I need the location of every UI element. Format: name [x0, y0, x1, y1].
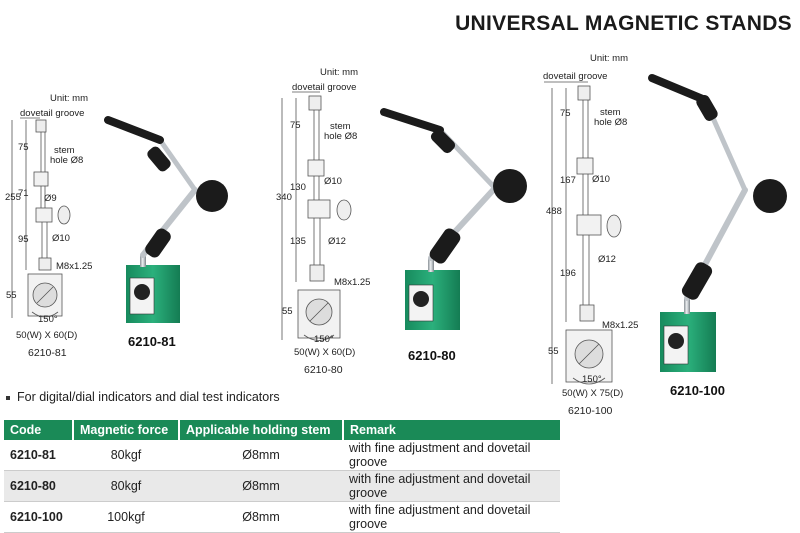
drawing-caption: 6210-81	[28, 347, 67, 359]
base-size-label: 50(W) X 75(D)	[562, 388, 624, 399]
cell-code: 6210-81	[4, 440, 73, 471]
dim-base: 55	[282, 306, 293, 317]
base-size-label: 50(W) X 60(D)	[294, 347, 356, 358]
diameter-2: Ø12	[328, 236, 346, 247]
cell-remark: with fine adjustment and dovetail groove	[343, 470, 560, 502]
dovetail-label: dovetail groove	[543, 71, 608, 82]
angle-label: 150°	[582, 374, 602, 385]
cell-force: 80kgf	[73, 470, 179, 502]
dim-mid: 130	[290, 182, 306, 193]
diameter-2: Ø12	[598, 254, 616, 265]
header-code: Code	[4, 420, 74, 440]
model-label-6210-100: 6210-100	[670, 383, 725, 398]
drawing-6210-81	[11, 117, 71, 318]
drawing-6210-100	[544, 81, 622, 385]
dim-overall: 340	[276, 192, 292, 203]
table-row: 6210-100 100kgf Ø8mm with fine adjustmen…	[4, 501, 560, 533]
drawing-6210-80	[281, 91, 352, 341]
cell-remark: with fine adjustment and dovetail groove	[343, 501, 560, 533]
stem-hole-label: hole Ø8	[324, 131, 358, 142]
drawing-caption: 6210-100	[568, 405, 613, 417]
table-header-row: Code Magnetic force Applicable holding s…	[4, 420, 560, 440]
table-row: 6210-80 80kgf Ø8mm with fine adjustment …	[4, 470, 560, 502]
dovetail-label: dovetail groove	[20, 108, 85, 119]
header-remark: Remark	[343, 420, 560, 440]
dim-low: 95	[18, 234, 29, 245]
cell-code: 6210-100	[4, 501, 73, 533]
model-label-6210-81: 6210-81	[128, 334, 176, 349]
bullet-icon	[6, 395, 10, 400]
stem-hole-label: hole Ø8	[50, 155, 84, 166]
table-row: 6210-81 80kgf Ø8mm with fine adjustment …	[4, 440, 560, 471]
dim-mid: 167	[560, 175, 576, 186]
photo-6210-100	[648, 74, 787, 372]
model-label-6210-80: 6210-80	[408, 348, 456, 363]
cell-code: 6210-80	[4, 470, 73, 502]
angle-label: 150°	[38, 314, 58, 325]
cell-stem: Ø8mm	[179, 501, 343, 533]
drawing-caption: 6210-80	[304, 364, 343, 376]
unit-label: Unit: mm	[320, 67, 358, 78]
dim-base: 55	[6, 290, 17, 301]
dim-top: 75	[18, 142, 29, 153]
spec-table: Code Magnetic force Applicable holding s…	[4, 420, 560, 533]
feature-bullet: For digital/dial indicators and dial tes…	[6, 390, 280, 404]
cell-force: 100kgf	[73, 501, 179, 533]
diameter-2: Ø10	[52, 233, 70, 244]
photo-6210-81	[104, 116, 228, 323]
thread-label: M8x1.25	[334, 277, 371, 288]
page-title: UNIVERSAL MAGNETIC STANDS	[455, 12, 792, 35]
thread-label: M8x1.25	[602, 320, 639, 331]
photo-6210-80	[380, 108, 527, 330]
stem-label: stem	[600, 107, 621, 118]
dim-base: 55	[548, 346, 559, 357]
diameter-1: Ø10	[324, 176, 342, 187]
header-holding-stem: Applicable holding stem	[179, 420, 344, 440]
dim-low: 135	[290, 236, 306, 247]
dim-low: 196	[560, 268, 576, 279]
dim-top: 75	[560, 108, 571, 119]
stem-label: stem	[54, 145, 75, 156]
dim-overall: 255	[5, 192, 21, 203]
dim-top: 75	[290, 120, 301, 131]
cell-stem: Ø8mm	[179, 470, 343, 502]
feature-text: For digital/dial indicators and dial tes…	[17, 390, 280, 404]
stem-hole-label: hole Ø8	[594, 117, 628, 128]
dim-mid: 71	[18, 188, 29, 199]
angle-label: 150°	[314, 334, 334, 345]
dim-overall: 488	[546, 206, 562, 217]
stem-label: stem	[330, 121, 351, 132]
illustrations	[11, 74, 787, 385]
cell-force: 80kgf	[73, 440, 179, 471]
unit-label: Unit: mm	[50, 93, 88, 104]
header-magnetic-force: Magnetic force	[73, 420, 180, 440]
diameter-1: Ø10	[592, 174, 610, 185]
cell-stem: Ø8mm	[179, 440, 343, 471]
base-size-label: 50(W) X 60(D)	[16, 330, 78, 341]
cell-remark: with fine adjustment and dovetail groove	[343, 440, 560, 471]
dovetail-label: dovetail groove	[292, 82, 357, 93]
thread-label: M8x1.25	[56, 261, 93, 272]
diameter-1: Ø9	[44, 193, 57, 204]
unit-label: Unit: mm	[590, 53, 628, 64]
